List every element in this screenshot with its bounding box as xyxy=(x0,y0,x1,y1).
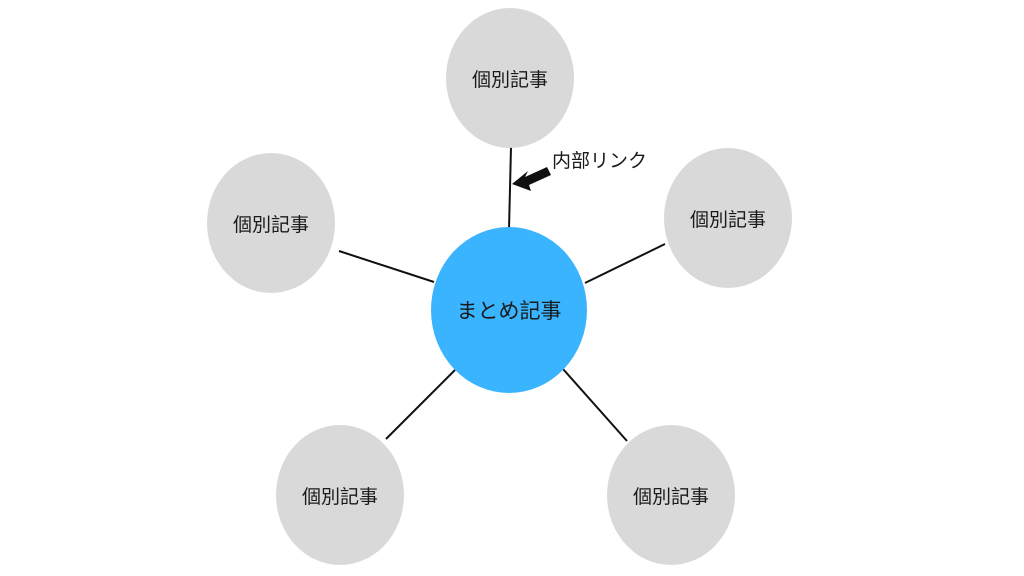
article-label: 個別記事 xyxy=(689,208,766,231)
article-node-left[interactable]: 個別記事 xyxy=(207,153,335,293)
article-node-bottom-right[interactable]: 個別記事 xyxy=(607,425,735,565)
link-line-bottom-left xyxy=(385,369,456,440)
hub-label: まとめ記事 xyxy=(456,299,562,323)
article-node-right[interactable]: 個別記事 xyxy=(664,148,792,288)
article-node-top[interactable]: 個別記事 xyxy=(446,8,574,148)
link-line-top xyxy=(508,146,512,230)
link-line-bottom-right xyxy=(562,368,628,442)
link-line-right xyxy=(584,243,666,284)
hub-node[interactable]: まとめ記事 xyxy=(431,227,587,393)
article-node-bottom-left[interactable]: 個別記事 xyxy=(276,425,404,565)
article-label: 個別記事 xyxy=(471,68,548,91)
article-label: 個別記事 xyxy=(232,213,309,236)
link-line-left xyxy=(338,250,435,283)
left-arrow-icon xyxy=(512,167,551,191)
internal-link-label: 内部リンク xyxy=(552,150,648,172)
article-label: 個別記事 xyxy=(301,485,378,508)
article-label: 個別記事 xyxy=(632,485,709,508)
